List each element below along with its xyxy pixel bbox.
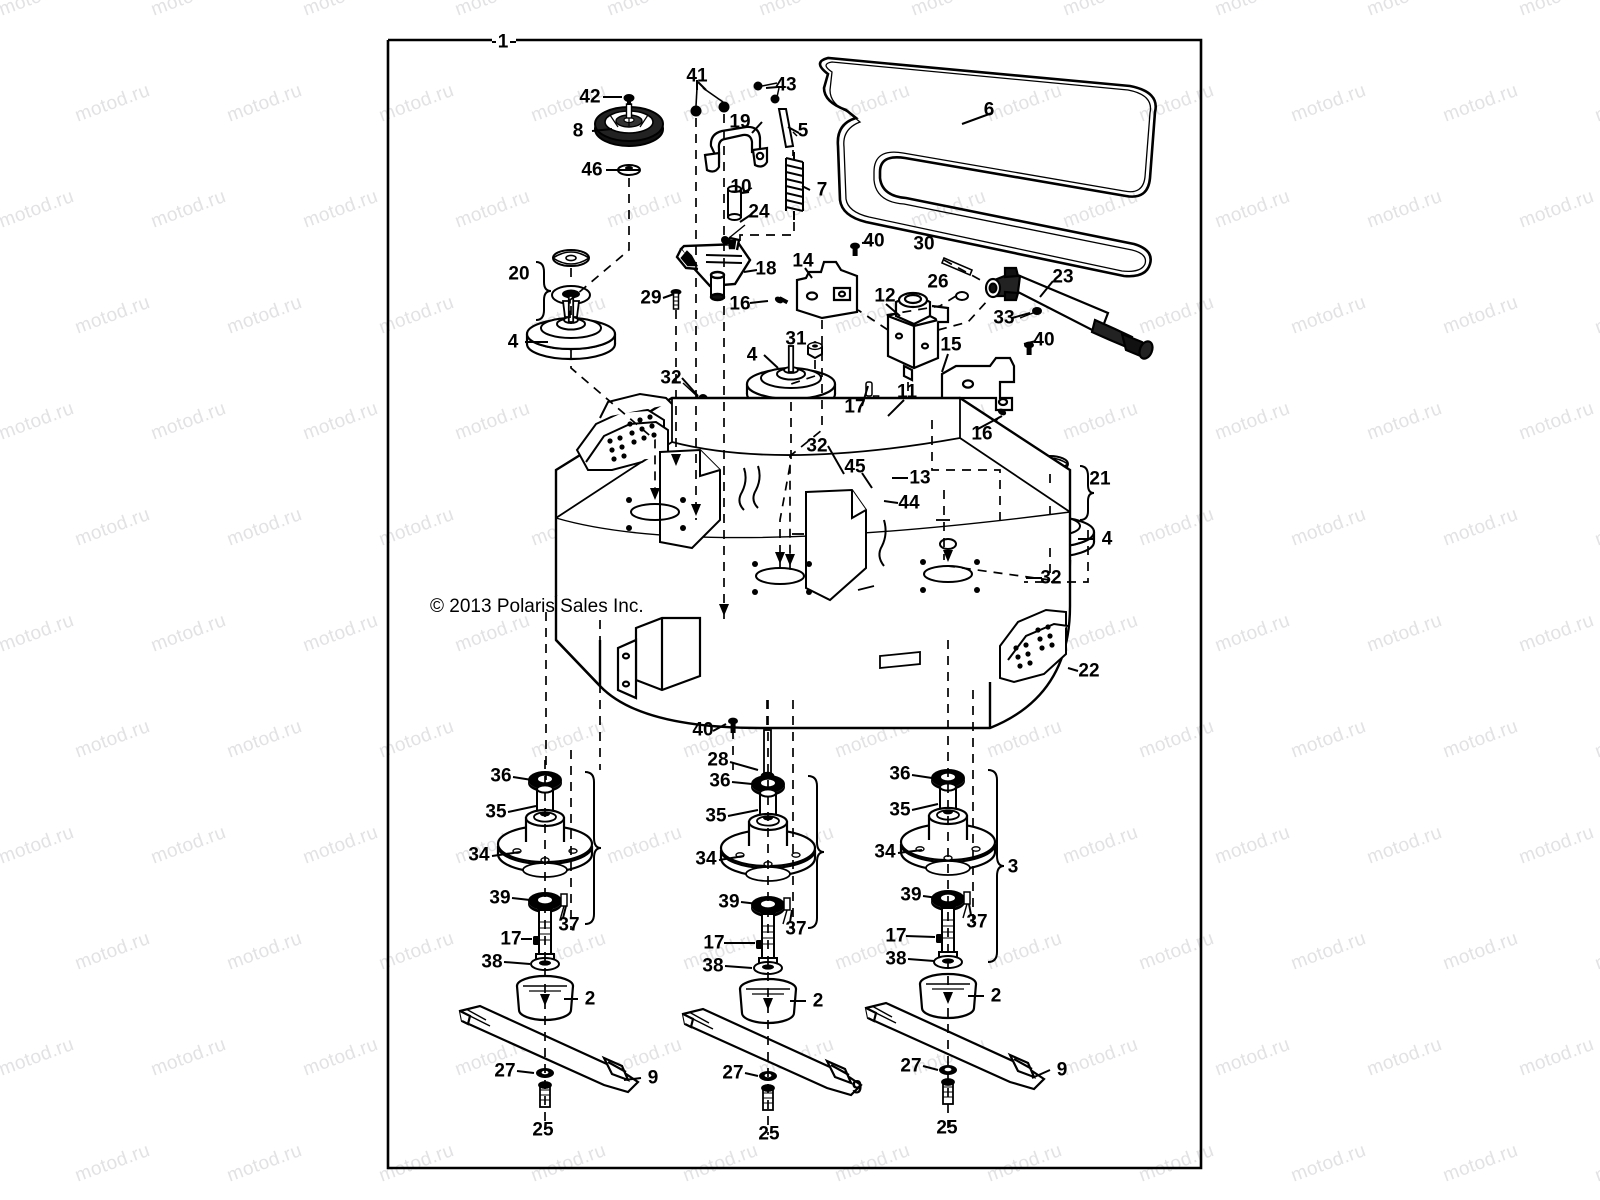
callout-gearbox[interactable]: 12 <box>874 285 896 307</box>
callout-bolt-bracket[interactable]: 16 <box>729 293 751 315</box>
callout-pin-cotter[interactable]: 41 <box>686 65 708 87</box>
callout-spacer-pivot[interactable]: 10 <box>730 176 752 198</box>
callout-spindle-housing-center[interactable]: 34 <box>695 848 717 870</box>
callout-bolt-shaft[interactable]: 33 <box>993 307 1015 329</box>
callout-key-spindle-left[interactable]: 17 <box>500 928 522 950</box>
callout-bolt-deck-a[interactable]: 32 <box>660 367 682 389</box>
callout-key-spindle-center[interactable]: 17 <box>703 932 725 954</box>
callout-bolt-blade-center[interactable]: 25 <box>758 1123 780 1145</box>
callout-idler-hardware-kit[interactable]: 20 <box>508 263 530 285</box>
callout-washer-lower-center[interactable]: 39 <box>718 891 740 913</box>
copyright-notice: © 2013 Polaris Sales Inc. <box>430 596 644 617</box>
callout-spacer-spindle-center[interactable]: 35 <box>705 805 727 827</box>
callout-idler-pulley[interactable]: 8 <box>572 120 584 142</box>
callout-washer-lower-left[interactable]: 39 <box>489 887 511 909</box>
callout-bolt-blade-left[interactable]: 25 <box>532 1119 554 1141</box>
callout-rod-tension[interactable]: 5 <box>797 120 809 142</box>
callout-bolt-blade-right[interactable]: 25 <box>936 1117 958 1139</box>
callout-nut-rod[interactable]: 43 <box>775 74 797 96</box>
callout-blade-washer-right[interactable]: 2 <box>990 985 1002 1007</box>
callout-washer-spindle-left[interactable]: 36 <box>490 765 512 787</box>
callout-drive-belt[interactable]: 6 <box>983 99 995 121</box>
callout-spring-tension[interactable]: 7 <box>816 179 828 201</box>
callout-deck-housing[interactable]: 22 <box>1078 660 1100 682</box>
callout-bolt-flange[interactable]: 40 <box>863 230 885 252</box>
callout-key-spindle-right[interactable]: 17 <box>885 925 907 947</box>
callout-pulley-spindle-left[interactable]: 4 <box>507 331 519 353</box>
callout-nut-lock[interactable]: 31 <box>785 328 807 350</box>
callout-nut-blade-right[interactable]: 27 <box>900 1055 922 1077</box>
callout-nut-blade-left[interactable]: 27 <box>494 1060 516 1082</box>
callout-bolt-pivot[interactable]: 24 <box>748 201 770 223</box>
callout-spacer-spindle-left[interactable]: 35 <box>485 801 507 823</box>
callout-pulley-spindle-center[interactable]: 4 <box>746 344 758 366</box>
callout-shaft-spindle-right[interactable]: 38 <box>885 948 907 970</box>
callout-bolt-arm[interactable]: 29 <box>640 287 662 309</box>
callout-spindle-housing-left[interactable]: 34 <box>468 844 490 866</box>
callout-bracket-guard[interactable]: 14 <box>792 250 814 272</box>
callout-nut-gearbox[interactable]: 13 <box>909 467 931 489</box>
callout-blade-center[interactable]: 9 <box>851 1077 863 1099</box>
callout-washer-spindle-right[interactable]: 36 <box>889 763 911 785</box>
callout-spindle-housing-right[interactable]: 34 <box>874 841 896 863</box>
callout-blade-left[interactable]: 9 <box>647 1067 659 1089</box>
callout-key-woodruff[interactable]: 17 <box>844 396 866 418</box>
callout-bolt-flange-c[interactable]: 40 <box>692 719 714 741</box>
callout-bolt-flange-b[interactable]: 40 <box>1033 329 1055 351</box>
callout-pin-roll[interactable]: 30 <box>913 233 935 255</box>
callout-grease-fitting-right[interactable]: 37 <box>966 911 988 933</box>
callout-shaft-spindle-center[interactable]: 38 <box>702 955 724 977</box>
callout-spindle-assembly-kit[interactable]: 3 <box>1007 856 1019 878</box>
callout-pulley-hardware-kit[interactable]: 21 <box>1089 468 1111 490</box>
callout-blade-right[interactable]: 9 <box>1056 1059 1068 1081</box>
callout-bolt-deck-c[interactable]: 32 <box>1040 567 1062 589</box>
callout-washer-lower-right[interactable]: 39 <box>900 884 922 906</box>
callout-bracket-gearbox[interactable]: 15 <box>940 334 962 356</box>
callout-bolt-deck-b[interactable]: 32 <box>806 435 828 457</box>
callout-idler-arm[interactable]: 18 <box>755 258 777 280</box>
callout-pulley-spindle-right[interactable]: 4 <box>1101 528 1113 550</box>
callout-ring-retaining[interactable]: 26 <box>927 271 949 293</box>
callout-nut-blade-center[interactable]: 27 <box>722 1062 744 1084</box>
callout-washer-belleville[interactable]: 45 <box>844 456 866 478</box>
callout-bolt-gearbox[interactable]: 44 <box>898 492 920 514</box>
callout-blade-washer-left[interactable]: 2 <box>584 988 596 1010</box>
callout-blade-washer-center[interactable]: 2 <box>812 990 824 1012</box>
callout-bolt-spindle-long[interactable]: 28 <box>707 749 729 771</box>
callout-grease-fitting-center[interactable]: 37 <box>785 918 807 940</box>
callout-bolt-bracket-b[interactable]: 16 <box>971 423 993 445</box>
callout-bolt-idler[interactable]: 42 <box>579 86 601 108</box>
callout-belt-guard-bracket[interactable]: 19 <box>729 111 751 133</box>
callout-spacer-spindle-right[interactable]: 35 <box>889 799 911 821</box>
callout-pulley-gearbox[interactable]: 11 <box>896 381 918 403</box>
callout-driveshaft[interactable]: 23 <box>1052 266 1074 288</box>
callout-washer-spindle-center[interactable]: 36 <box>709 770 731 792</box>
callout-complete-deck-assembly[interactable]: 1 <box>497 31 509 53</box>
callout-shaft-spindle-left[interactable]: 38 <box>481 951 503 973</box>
callout-washer-idler[interactable]: 46 <box>581 159 603 181</box>
callout-grease-fitting-left[interactable]: 37 <box>558 914 580 936</box>
